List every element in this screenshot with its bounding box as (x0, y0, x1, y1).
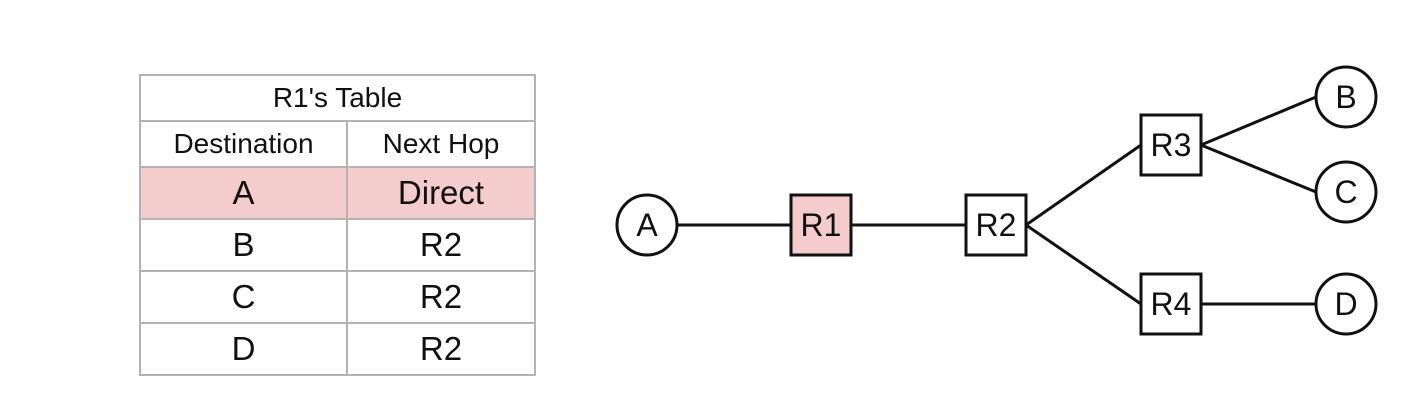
host-a-label: A (636, 207, 658, 243)
router-r1: R1 (789, 193, 853, 257)
host-b: B (1314, 65, 1378, 129)
destination-cell: C (139, 270, 348, 324)
link-r3-b (1200, 95, 1317, 147)
router-r2-label: R2 (976, 207, 1017, 243)
link-r2-r4 (1025, 223, 1142, 306)
router-r4-label: R4 (1151, 286, 1192, 322)
table-title-row: R1's Table (139, 74, 536, 122)
table-row: C R2 (139, 270, 536, 324)
next-hop-cell: R2 (346, 270, 536, 324)
host-d: D (1314, 272, 1378, 336)
links (677, 95, 1317, 306)
host-b-label: B (1335, 79, 1356, 115)
destination-cell: A (139, 166, 348, 220)
next-hop-cell: Direct (346, 166, 536, 220)
router-r1-label: R1 (801, 207, 842, 243)
table-row: A Direct (139, 166, 536, 220)
routing-table: R1's Table Destination Next Hop A Direct… (139, 74, 536, 376)
table-title: R1's Table (139, 74, 536, 122)
host-c-label: C (1334, 174, 1357, 210)
table-row: B R2 (139, 218, 536, 272)
router-r2: R2 (964, 193, 1028, 257)
link-r3-c (1200, 143, 1317, 194)
link-r2-r3 (1025, 143, 1142, 227)
column-header-next-hop: Next Hop (346, 120, 536, 168)
host-a: A (615, 193, 679, 257)
destination-cell: B (139, 218, 348, 272)
destination-cell: D (139, 322, 348, 376)
router-r4: R4 (1139, 272, 1203, 336)
next-hop-cell: R2 (346, 322, 536, 376)
host-c: C (1314, 160, 1378, 224)
router-r3: R3 (1139, 113, 1203, 177)
column-header-destination: Destination (139, 120, 348, 168)
table-header-row: Destination Next Hop (139, 120, 536, 168)
router-r3-label: R3 (1151, 127, 1192, 163)
next-hop-cell: R2 (346, 218, 536, 272)
table-row: D R2 (139, 322, 536, 376)
host-d-label: D (1334, 286, 1357, 322)
